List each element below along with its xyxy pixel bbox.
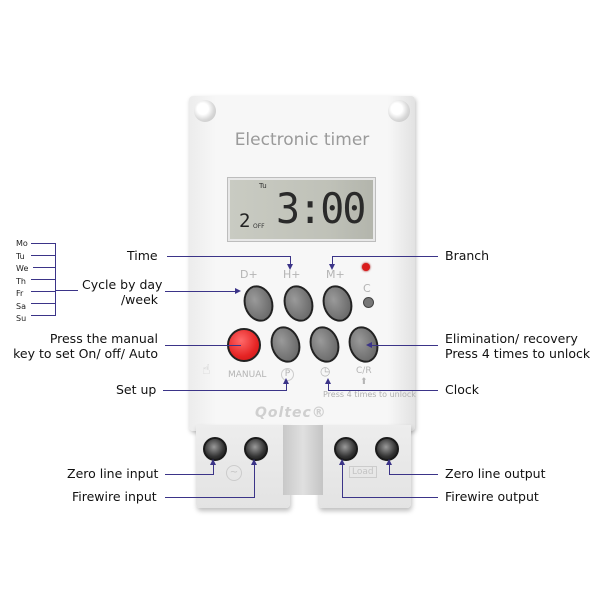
ac-input-symbol: ~ bbox=[226, 465, 242, 481]
din-rail-channel bbox=[283, 425, 323, 495]
day-fr: Fr bbox=[16, 289, 24, 298]
mounting-hole-left bbox=[194, 100, 216, 122]
lcd-program-number: 2 bbox=[239, 210, 251, 232]
annotation-zero-line-output: Zero line output bbox=[445, 466, 546, 481]
day-sa: Sa bbox=[16, 301, 26, 311]
load-label: Load bbox=[349, 466, 377, 478]
timer-device-body bbox=[189, 96, 415, 431]
day-we: We bbox=[16, 264, 29, 273]
label-d-plus: D+ bbox=[240, 268, 258, 281]
lcd-day-indicator: Tu bbox=[259, 182, 267, 190]
clock-icon: ◷ bbox=[320, 364, 331, 378]
screw-fire-out bbox=[334, 437, 358, 461]
mounting-hole-right bbox=[388, 100, 410, 122]
day-th: Th bbox=[16, 276, 26, 286]
status-led bbox=[362, 263, 370, 271]
annotation-zero-line-input: Zero line input bbox=[67, 466, 159, 481]
lcd-time: 3:00 bbox=[276, 184, 366, 233]
screw-zero-out bbox=[375, 437, 399, 461]
annotation-elimination: Elimination/ recovery Press 4 times to u… bbox=[445, 331, 591, 361]
screw-fire-in bbox=[244, 437, 268, 461]
lcd-display bbox=[227, 177, 376, 242]
lcd-state: OFF bbox=[253, 223, 265, 230]
annotation-cycle: Cycle by day /week bbox=[82, 277, 163, 307]
label-c: C bbox=[363, 282, 371, 295]
annotation-branch: Branch bbox=[445, 248, 490, 263]
annotation-time: Time bbox=[127, 248, 158, 263]
day-mo: Mo bbox=[16, 239, 28, 248]
label-h-plus: H+ bbox=[283, 268, 301, 281]
unlock-hint: Press 4 times to unlock bbox=[323, 390, 416, 399]
days-list: Mo Tu We Th Fr Sa Su bbox=[16, 238, 28, 326]
annotation-firewire-input: Firewire input bbox=[72, 489, 157, 504]
label-manual: MANUAL bbox=[228, 370, 267, 380]
day-tu: Tu bbox=[16, 251, 25, 261]
label-cr: C/R bbox=[356, 366, 372, 376]
annotation-firewire-output: Firewire output bbox=[445, 489, 539, 504]
device-title: Electronic timer bbox=[234, 130, 370, 150]
label-m-plus: M+ bbox=[326, 268, 345, 281]
hand-icon: ☝ bbox=[202, 362, 211, 378]
annotation-setup: Set up bbox=[116, 382, 157, 397]
day-su: Su bbox=[16, 314, 27, 323]
manual-button[interactable] bbox=[227, 328, 261, 362]
up-arrow-icon: ⬆ bbox=[360, 377, 368, 387]
brand-logo: Qoltec® bbox=[255, 405, 327, 421]
annotation-clock: Clock bbox=[445, 382, 479, 397]
reset-c-button[interactable] bbox=[363, 297, 374, 308]
annotation-manual: Press the manual key to set On/ off/ Aut… bbox=[13, 331, 158, 361]
screw-zero-in bbox=[203, 437, 227, 461]
